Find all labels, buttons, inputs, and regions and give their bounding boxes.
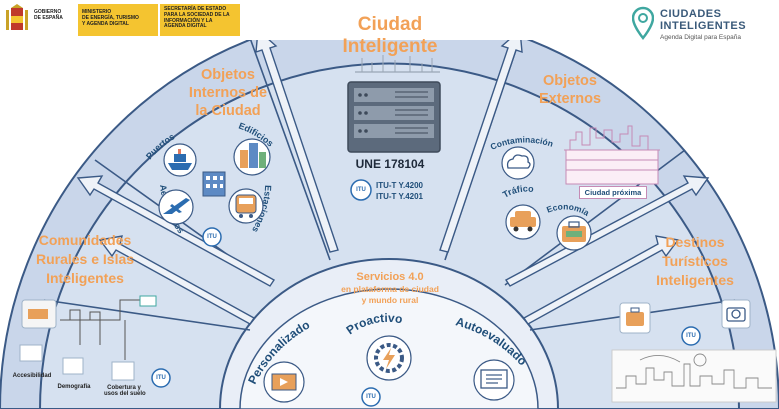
internos-line-3: la Ciudad — [195, 103, 261, 119]
comunidades-line-3: Inteligentes — [46, 270, 124, 286]
externos-line-1: Objetos — [543, 73, 597, 89]
destinos-line-1: Destinos — [665, 234, 725, 250]
itu-badge-destinos: ITU — [686, 333, 696, 339]
buildings-icon — [233, 138, 271, 176]
center-title-line-2: Inteligente — [342, 36, 438, 57]
itu-badge-center: ITU — [356, 187, 366, 193]
comunidades-line-2: Rurales e Islas — [35, 251, 135, 267]
itu-badge-rural: ITU — [156, 375, 166, 381]
servicios-line-2: en plataforma de ciudad — [341, 284, 439, 294]
ministerio-box: MINISTERIO DE ENERGÍA, TURISMO Y AGENDA … — [78, 4, 158, 36]
secretaria-box: SECRETARÍA DE ESTADO PARA LA SOCIEDAD DE… — [160, 4, 240, 36]
servicios-line-1: Servicios 4.0 — [356, 271, 424, 283]
destinos-line-3: Inteligentes — [656, 272, 734, 288]
internos-line-2: Internos de — [188, 85, 268, 101]
cloud-icon — [501, 146, 535, 180]
itu-badge-internos: ITU — [207, 234, 217, 240]
gobierno-text: GOBIERNO DE ESPAÑA — [34, 9, 63, 21]
une-norm-label: UNE 178104 — [355, 157, 425, 171]
caption-cobertura: Cobertura y usos del suelo — [104, 385, 146, 397]
center-title-line-1: Ciudad — [357, 14, 423, 35]
arrow-right — [504, 175, 710, 287]
comunidades-line-1: Comunidades — [38, 232, 132, 248]
airplane-icon — [158, 189, 194, 225]
tourism-skyline-icon — [611, 349, 777, 403]
arrow-lower-right — [522, 235, 680, 325]
itu-badge-servicios: ITU — [366, 394, 376, 400]
suitcase-icon — [619, 302, 651, 334]
location-pin-icon — [632, 6, 654, 40]
coat-of-arms-icon — [2, 4, 32, 36]
caption-accesibilidad: Accesibilidad — [12, 373, 52, 379]
taxi-icon — [505, 204, 541, 240]
gear-bolt-icon — [366, 335, 412, 381]
ciudades-inteligentes-logo: CIUDADES INTELIGENTES Agenda Digital par… — [620, 0, 779, 52]
caption-demografia: Demografía — [57, 384, 91, 390]
rural-network-icon — [19, 295, 157, 381]
arrow-lower-left — [98, 235, 256, 325]
pink-skyline-icon — [564, 125, 660, 185]
servicios-line-3: y mundo rural — [361, 295, 419, 305]
externos-line-2: Externos — [538, 91, 602, 107]
itu-norm-2: ITU-T Y.4201 — [376, 192, 423, 201]
arrow-top-right — [439, 28, 523, 253]
arrow-left — [76, 175, 276, 287]
logo-title-1: CIUDADES — [660, 8, 722, 20]
briefcase-money-icon — [556, 215, 592, 251]
train-icon — [228, 188, 264, 224]
itu-norm-1: ITU-T Y.4200 — [376, 181, 423, 190]
ministerio-text: MINISTERIO DE ENERGÍA, TURISMO Y AGENDA … — [82, 9, 139, 27]
tall-building-icon — [202, 171, 226, 197]
destinos-line-2: Turísticos — [662, 253, 728, 269]
arrows — [76, 28, 710, 325]
camera-icon — [721, 299, 751, 329]
internos-line-1: Objetos — [201, 67, 255, 83]
logo-title-2: INTELIGENTES — [660, 20, 747, 32]
secretaria-text: SECRETARÍA DE ESTADO PARA LA SOCIEDAD DE… — [164, 6, 230, 30]
itu-logo-icon — [151, 179, 701, 407]
arrow-top-left — [255, 28, 339, 253]
checklist-monitor-icon — [473, 359, 515, 401]
server-rack-icon — [347, 55, 441, 153]
video-message-icon — [263, 361, 305, 403]
ciudad-proxima-label: Ciudad próxima — [579, 186, 647, 199]
logo-subtitle: Agenda Digital para España — [660, 34, 741, 41]
ship-icon — [163, 143, 197, 177]
